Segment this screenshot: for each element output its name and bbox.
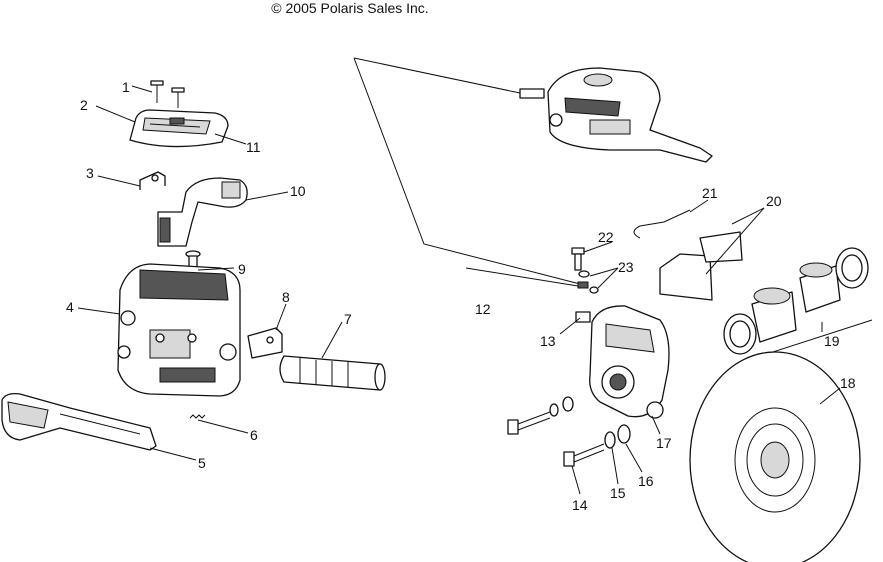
washer-part-15 <box>604 431 616 449</box>
bolt-part-14 <box>563 443 605 467</box>
brake-disc-part-18 <box>689 351 861 562</box>
callout-12: 12 <box>475 301 491 317</box>
callout-2: 2 <box>80 97 88 113</box>
copyright-notice: © 2005 Polaris Sales Inc. <box>271 0 429 16</box>
pistons-part-19 <box>723 247 873 361</box>
callout-1: 1 <box>122 79 130 95</box>
callout-8: 8 <box>282 289 290 305</box>
spring-part-6 <box>189 414 206 419</box>
brake-lever-part-5 <box>1 392 157 451</box>
callout-5: 5 <box>198 455 206 471</box>
callout-20: 20 <box>766 193 782 209</box>
callout-17: 17 <box>656 435 672 451</box>
callout-18: 18 <box>840 375 856 391</box>
callout-6: 6 <box>250 427 258 443</box>
leader-lines <box>77 85 841 495</box>
clip-part-3 <box>139 171 166 190</box>
master-cylinder-part-4 <box>117 263 241 397</box>
callout-11: 11 <box>246 139 261 155</box>
washers-part-23 <box>577 270 599 294</box>
washer-part-16 <box>617 424 631 444</box>
callout-3: 3 <box>86 165 94 181</box>
callout-23: 23 <box>618 259 634 275</box>
bolt-part-14-upper <box>507 396 574 435</box>
callout-21: 21 <box>702 185 718 201</box>
callout-22: 22 <box>598 229 614 245</box>
callout-9: 9 <box>238 261 246 277</box>
callout-15: 15 <box>610 485 626 501</box>
callout-14: 14 <box>572 497 588 513</box>
caliper-part-17 <box>589 305 670 419</box>
reservoir-cover-part-2 <box>129 109 229 148</box>
bolt-part-22 <box>571 247 585 271</box>
callout-16: 16 <box>638 473 654 489</box>
grip-part-7 <box>279 355 386 391</box>
callout-labels: 1 2 3 4 5 6 7 8 9 10 11 12 13 14 15 16 1… <box>66 79 856 513</box>
brake-hose-part-12 <box>353 57 585 288</box>
pin-part-21 <box>633 209 691 239</box>
master-cylinder-assembly <box>519 67 713 163</box>
callout-19: 19 <box>824 333 840 349</box>
screw-part-1 <box>150 80 185 108</box>
fitting-part-8 <box>247 327 283 359</box>
lever-bracket-part-10 <box>157 177 248 247</box>
bleeder-part-13 <box>575 311 591 323</box>
brake-pads-part-20 <box>659 231 743 301</box>
callout-10: 10 <box>290 183 306 199</box>
callout-13: 13 <box>540 333 556 349</box>
callout-4: 4 <box>66 299 74 315</box>
callout-7: 7 <box>344 311 352 327</box>
